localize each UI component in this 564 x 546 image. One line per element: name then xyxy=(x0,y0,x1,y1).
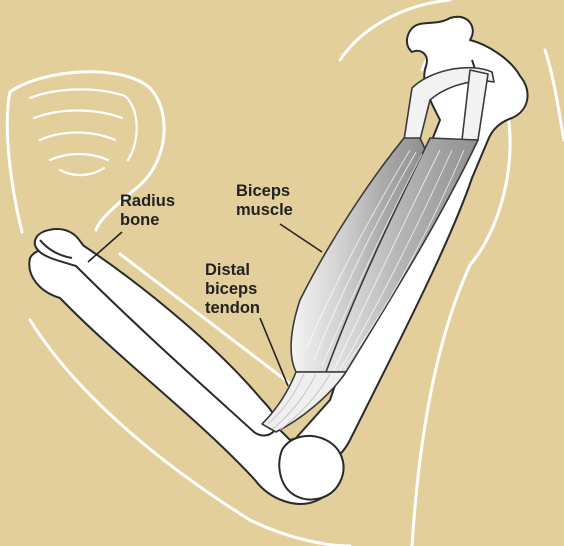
leader-biceps xyxy=(280,224,322,252)
label-biceps-line1: Biceps xyxy=(236,182,293,201)
label-radius-line1: Radius xyxy=(120,192,175,211)
label-tendon-line1: Distal xyxy=(205,261,260,280)
leader-radius xyxy=(88,232,122,262)
label-tendon-line3: tendon xyxy=(205,299,260,318)
label-tendon-line2: biceps xyxy=(205,280,260,299)
label-radius-line2: bone xyxy=(120,211,175,230)
label-distal-biceps-tendon: Distal biceps tendon xyxy=(205,261,260,318)
label-biceps-line2: muscle xyxy=(236,201,293,220)
leader-tendon xyxy=(260,318,288,386)
fist-sketch xyxy=(30,89,137,175)
label-radius-bone: Radius bone xyxy=(120,192,175,230)
label-biceps-muscle: Biceps muscle xyxy=(236,182,293,220)
elbow-joint xyxy=(279,436,343,500)
